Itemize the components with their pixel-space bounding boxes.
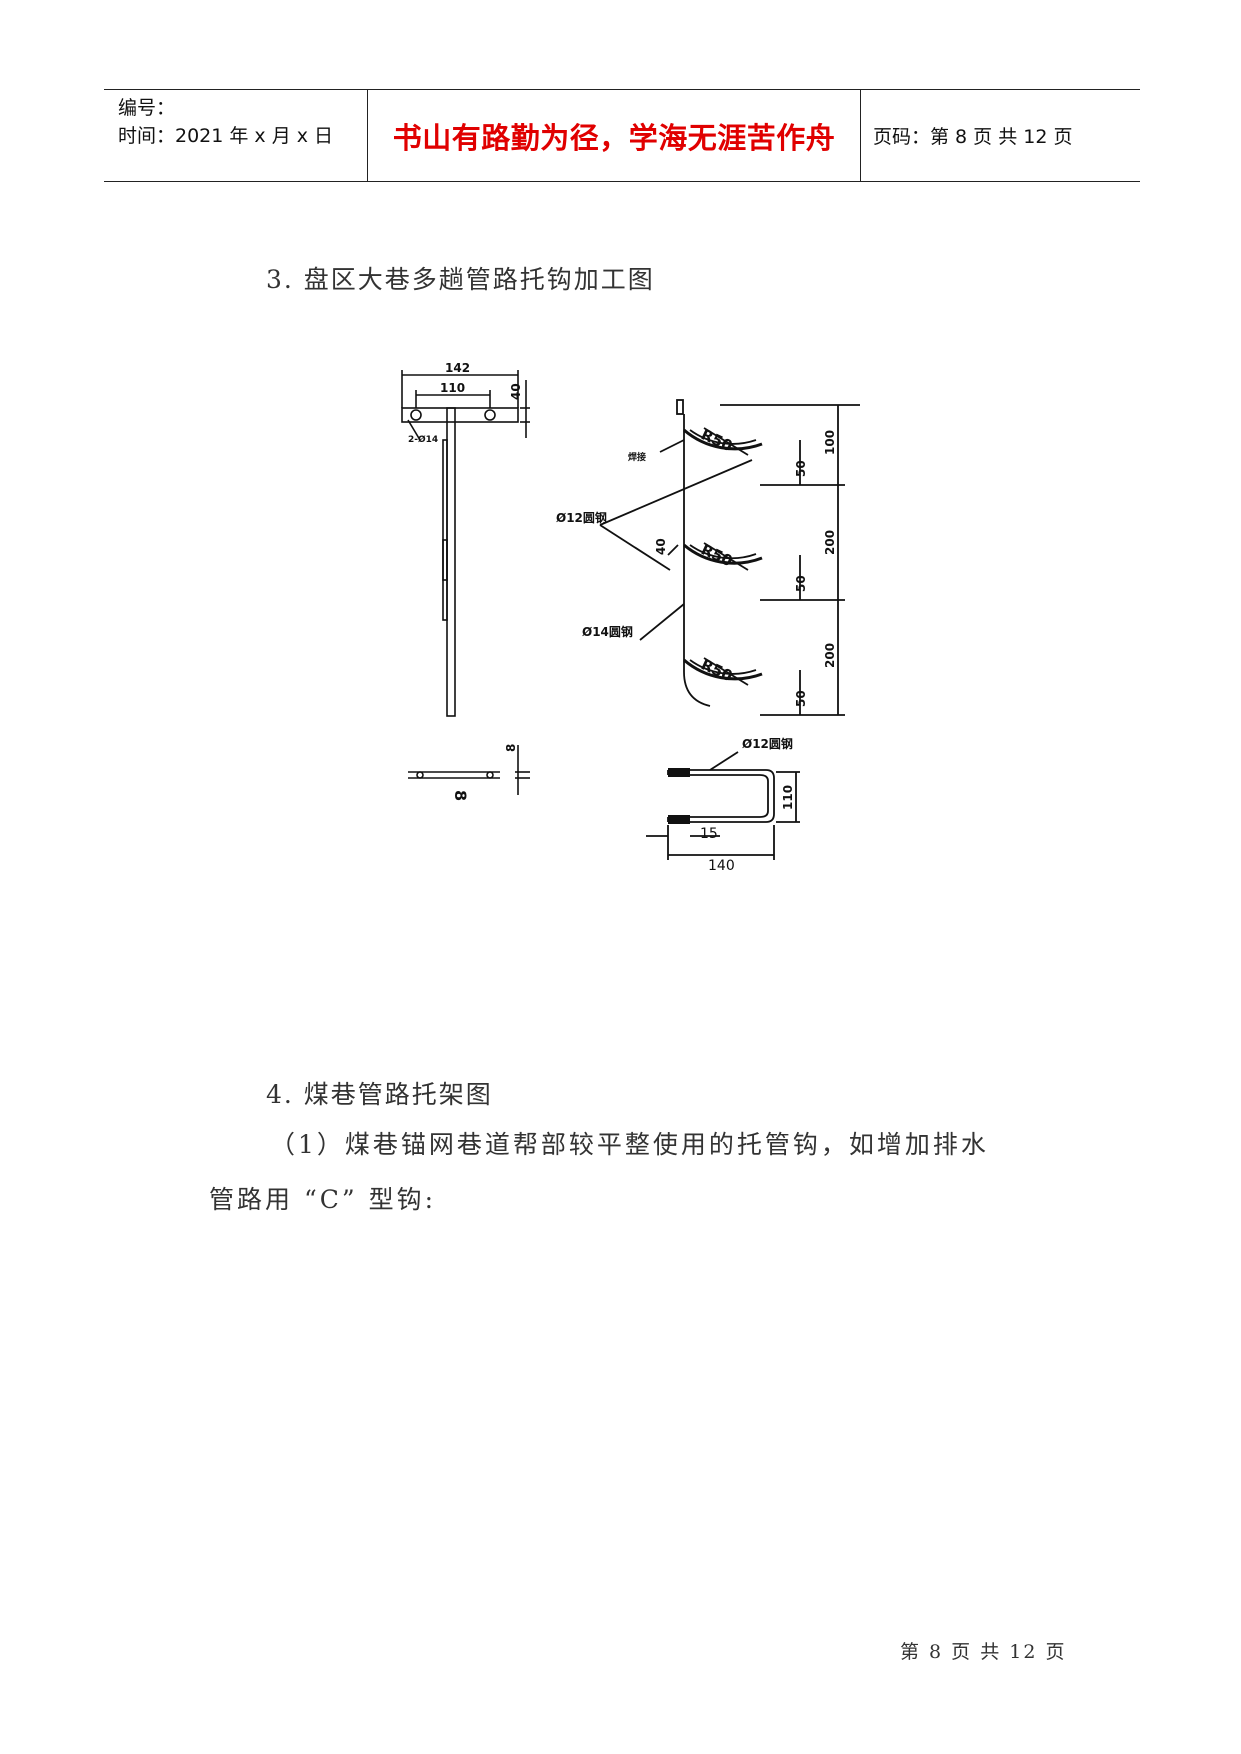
dim-50-a: 50 <box>794 460 808 477</box>
phi12-label: Ø12圆钢 <box>556 510 607 525</box>
dim-200-b: 200 <box>823 643 837 668</box>
section-4-para-line-2: 管路用 “C” 型钩: <box>209 1185 437 1214</box>
section-4-heading: 4. 煤巷管路托架图 <box>266 1080 493 1109</box>
u-dim-140: 140 <box>708 858 735 874</box>
dim-8-plate: 8 <box>451 790 470 801</box>
footer-page-number: 第 8 页 共 12 页 <box>900 1641 1067 1663</box>
dim-40-mid: 40 <box>654 538 668 555</box>
phi14-label: Ø14圆钢 <box>582 624 633 639</box>
dim-40-top: 40 <box>509 383 523 400</box>
dim-142: 142 <box>445 361 470 375</box>
serial-number-label: 编号： <box>118 97 176 119</box>
hanger-bar <box>446 407 456 717</box>
main-bar <box>683 414 711 707</box>
dim-50-c: 50 <box>794 690 808 707</box>
header-info-cell: 编号： 时间：2021 年 x 月 x 日 <box>104 90 368 181</box>
dim-50-b: 50 <box>794 575 808 592</box>
section-3-heading: 3. 盘区大巷多趟管路托钩加工图 <box>266 265 655 294</box>
hole-note: 2-Ø14 <box>408 434 438 445</box>
header-table: 编号： 时间：2021 年 x 月 x 日 书山有路勤为径，学海无涯苦作舟 页码… <box>104 89 1140 182</box>
dim-200-a: 200 <box>823 530 837 555</box>
section-4-para-line-1: （1）煤巷锚网巷道帮部较平整使用的托管钩，如增加排水 <box>270 1130 989 1159</box>
u-dim-110: 110 <box>781 785 795 810</box>
hanger-rib-upper <box>442 439 448 581</box>
r50-label-1: R50 <box>698 425 735 455</box>
dim-8-side: 8 <box>504 744 518 752</box>
dim-110: 110 <box>440 381 465 395</box>
header-motto-cell: 书山有路勤为径，学海无涯苦作舟 <box>368 90 861 181</box>
motto-text: 书山有路勤为径，学海无涯苦作舟 <box>392 120 836 155</box>
header-page-cell: 页码：第 8 页 共 12 页 <box>861 90 1140 181</box>
time-label: 时间：2021 年 x 月 x 日 <box>118 125 334 147</box>
pipe-hook-drawing: 142 110 40 2-Ø14 8 8 焊接 R50 R50 R50 40 Ø… <box>401 361 860 874</box>
r50-label-2: R50 <box>698 540 735 570</box>
weld-label: 焊接 <box>628 451 646 463</box>
bolt-hole-right <box>484 409 496 421</box>
dim-100: 100 <box>823 430 837 455</box>
u-phi12-label: Ø12圆钢 <box>742 736 793 751</box>
hanger-rib-lower <box>442 539 448 621</box>
bolt-hole-left <box>410 409 422 421</box>
r50-label-3: R50 <box>698 655 735 685</box>
mounting-plate <box>401 407 519 423</box>
u-dim-15: 15 <box>700 826 718 842</box>
page-number-label: 页码：第 8 页 共 12 页 <box>873 126 1073 148</box>
